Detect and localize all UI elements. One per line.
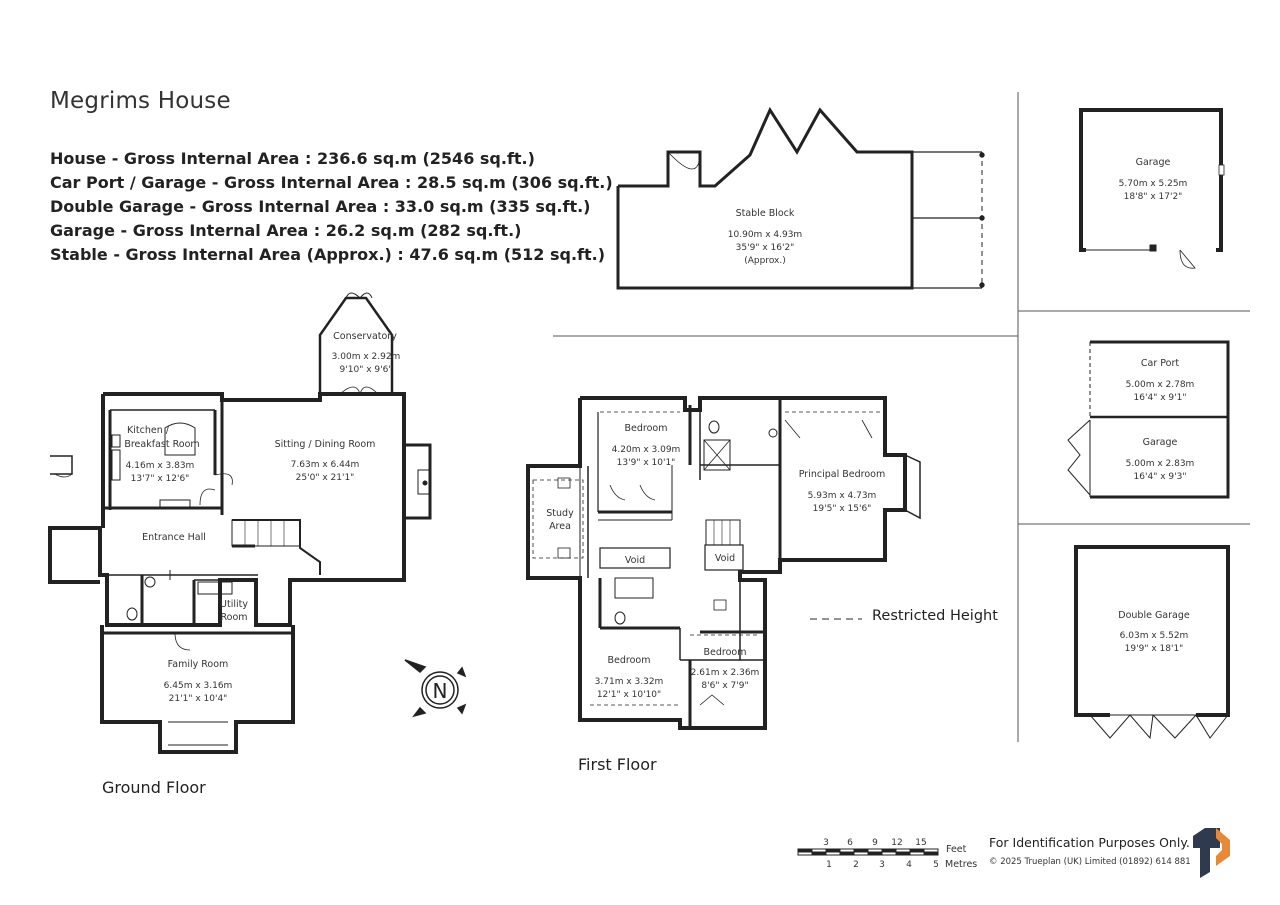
double-garage-dim-imperial: 19'9" x 18'1": [1125, 644, 1184, 654]
sitting-dim-imperial: 25'0" x 21'1": [296, 473, 355, 483]
garage-mid-dim-metric: 5.00m x 2.83m: [1126, 459, 1195, 469]
sitting-name: Sitting / Dining Room: [275, 439, 376, 450]
garage-mid-name: Garage: [1143, 437, 1178, 448]
kitchen-dim-imperial: 13'7" x 12'6": [131, 474, 190, 484]
garage-top-dim-imperial: 18'8" x 17'2": [1124, 192, 1183, 202]
trueplan-logo-icon: [1193, 828, 1230, 878]
kitchen-name-2: Breakfast Room: [124, 439, 199, 450]
family-name: Family Room: [168, 659, 229, 670]
first-floor-label: First Floor: [578, 755, 657, 774]
carport-dim-metric: 5.00m x 2.78m: [1126, 380, 1195, 390]
hall-name: Entrance Hall: [142, 532, 206, 543]
kitchen-dim-metric: 4.16m x 3.83m: [126, 461, 195, 471]
study-name-2: Area: [549, 521, 571, 532]
identification-note: For Identification Purposes Only.: [989, 835, 1190, 850]
scale-feet-label: Feet: [946, 844, 967, 855]
scale-metre-1: 1: [826, 860, 832, 870]
area-house: House - Gross Internal Area : 236.6 sq.m…: [50, 149, 535, 168]
scale-metre-5: 5: [933, 860, 939, 870]
utility-name-1: Utility: [220, 599, 248, 610]
scale-metre-3: 3: [879, 860, 885, 870]
area-double-garage: Double Garage - Gross Internal Area : 33…: [50, 197, 591, 216]
family-dim-metric: 6.45m x 3.16m: [164, 681, 233, 691]
scale-metre-4: 4: [906, 860, 912, 870]
garage-mid-dim-imperial: 16'4" x 9'3": [1134, 472, 1187, 482]
sitting-dim-metric: 7.63m x 6.44m: [291, 460, 360, 470]
study-name-1: Study: [546, 508, 574, 519]
compass-label: N: [433, 679, 448, 703]
bedroom-ne-dim-imperial: 13'9" x 10'1": [617, 458, 676, 468]
bedroom-se-dim-imperial: 8'6" x 7'9": [701, 681, 748, 691]
garage-top-name: Garage: [1136, 157, 1171, 168]
double-garage-dim-metric: 6.03m x 5.52m: [1120, 631, 1189, 641]
bedroom-ne-name: Bedroom: [625, 423, 668, 434]
double-garage-name: Double Garage: [1118, 610, 1190, 621]
carport-dim-imperial: 16'4" x 9'1": [1134, 393, 1187, 403]
ground-floor-plan: [48, 292, 432, 754]
garage-top-plan: [1079, 108, 1225, 269]
conservatory-dim-imperial: 9'10" x 9'6": [340, 365, 393, 375]
conservatory-dim-metric: 3.00m x 2.92m: [332, 352, 401, 362]
copyright-text: © 2025 Trueplan (UK) Limited (01892) 614…: [989, 857, 1191, 867]
garage-top-dim-metric: 5.70m x 5.25m: [1119, 179, 1188, 189]
conservatory-name: Conservatory: [333, 331, 397, 342]
carport-garage-plan: [1067, 340, 1230, 499]
area-stable: Stable - Gross Internal Area (Approx.) :…: [50, 245, 606, 264]
scale-feet-6: 6: [847, 838, 853, 848]
scale-metre-label: Metres: [945, 859, 977, 870]
principal-dim-imperial: 19'5" x 15'6": [813, 504, 872, 514]
bedroom-ne-dim-metric: 4.20m x 3.09m: [612, 445, 681, 455]
first-floor-plan: [526, 396, 921, 730]
room-labels: Kitchen / Breakfast Room 4.16m x 3.83m 1…: [124, 157, 1194, 870]
scale-feet-12: 12: [891, 838, 902, 848]
utility-name-2: Room: [220, 612, 247, 623]
void-2-name: Void: [715, 553, 735, 564]
stable-dim-imperial: 35'9" x 16'2": [736, 243, 795, 253]
ground-floor-label: Ground Floor: [102, 778, 206, 797]
area-carport-garage: Car Port / Garage - Gross Internal Area …: [50, 173, 613, 192]
double-garage-plan: [1074, 545, 1230, 740]
void-1-name: Void: [625, 555, 645, 566]
scale-metre-2: 2: [853, 860, 859, 870]
stable-note: (Approx.): [744, 256, 786, 266]
legend-label: Restricted Height: [872, 608, 998, 624]
bedroom-se-dim-metric: 2.61m x 2.36m: [691, 668, 760, 678]
principal-dim-metric: 5.93m x 4.73m: [808, 491, 877, 501]
bedroom-sw-dim-imperial: 12'1" x 10'10": [597, 690, 661, 700]
stable-name: Stable Block: [736, 208, 795, 219]
principal-name: Principal Bedroom: [799, 469, 885, 480]
scale-feet-9: 9: [872, 838, 878, 848]
stable-block-plan: [616, 106, 985, 290]
bedroom-sw-name: Bedroom: [608, 655, 651, 666]
area-summary: House - Gross Internal Area : 236.6 sq.m…: [50, 147, 613, 267]
bedroom-se-name: Bedroom: [704, 647, 747, 658]
scale-feet-3: 3: [823, 838, 829, 848]
scale-bar: [797, 848, 939, 856]
carport-name: Car Port: [1141, 358, 1179, 369]
family-dim-imperial: 21'1" x 10'4": [169, 694, 228, 704]
kitchen-name-1: Kitchen /: [127, 425, 170, 436]
stable-dim-metric: 10.90m x 4.93m: [728, 230, 802, 240]
bedroom-sw-dim-metric: 3.71m x 3.32m: [595, 677, 664, 687]
area-garage: Garage - Gross Internal Area : 26.2 sq.m…: [50, 221, 522, 240]
scale-feet-15: 15: [915, 838, 926, 848]
page-title: Megrims House: [50, 88, 231, 114]
compass-icon: [404, 659, 467, 718]
